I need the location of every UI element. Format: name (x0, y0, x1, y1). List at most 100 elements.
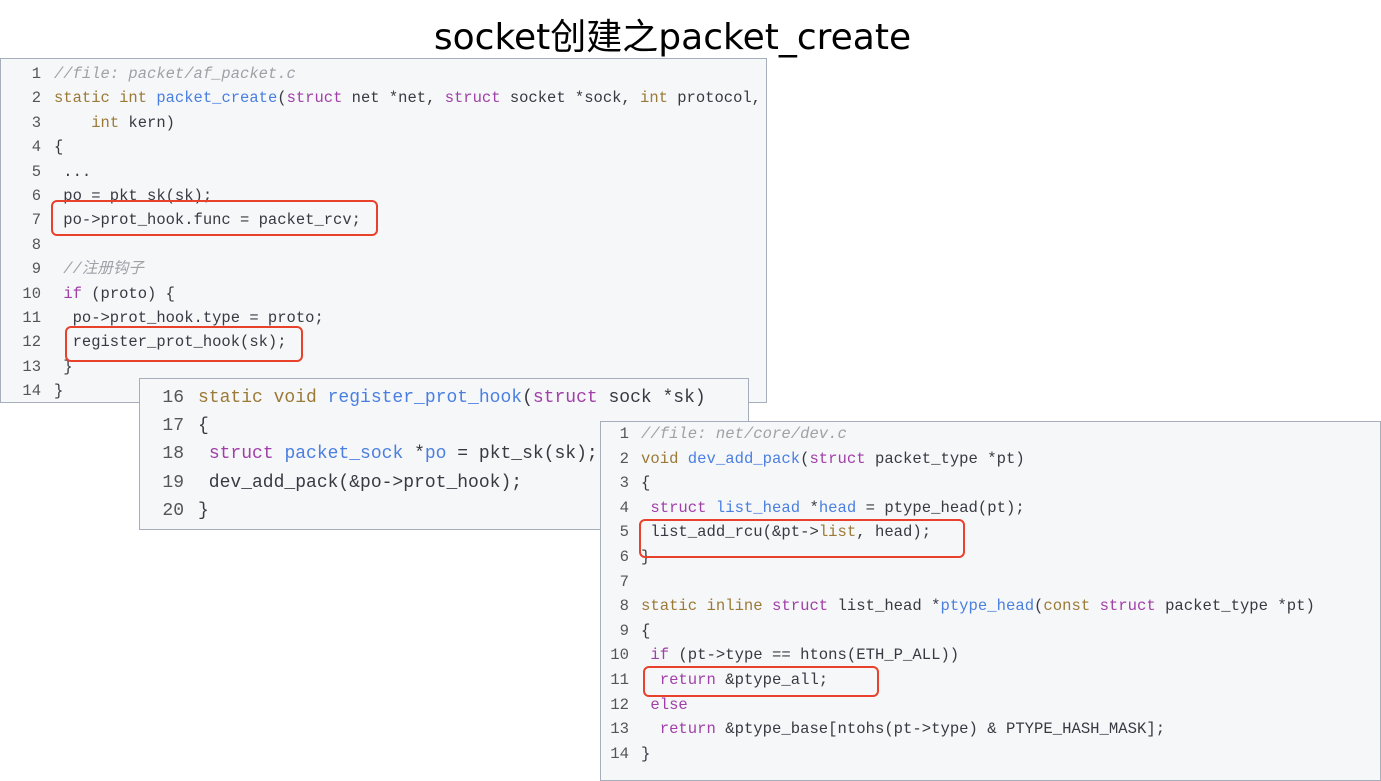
code-line: 4{ (1, 135, 64, 159)
code-token: struct (208, 444, 274, 465)
code-token: int (640, 89, 668, 108)
code-token: struct (1099, 597, 1156, 616)
code-line: 3 int kern) (1, 111, 175, 135)
line-number: 8 (619, 597, 629, 616)
code-token: } (641, 744, 651, 763)
code-line: 4 struct list_head *head = ptype_head(pt… (601, 496, 1025, 521)
code-line: 12 else (601, 693, 688, 718)
code-token (641, 720, 660, 738)
code-line: 9{ (601, 619, 651, 644)
code-panel-dev-c: 14}13 return &ptype_base[ntohs(pt->type)… (600, 421, 1381, 781)
code-token: sock *sk) (597, 388, 706, 408)
highlight-box-prot-hook-func (51, 200, 378, 236)
line-number: 16 (162, 388, 184, 408)
code-token: dev_add_pack (687, 449, 801, 468)
code-line: 11 return &ptype_all; (601, 668, 828, 693)
code-line: 13 return &ptype_base[ntohs(pt->type) & … (601, 717, 1165, 742)
line-number: 10 (22, 284, 41, 303)
code-line: 19 dev_add_pack(&po->prot_hook); (140, 469, 522, 497)
line-number: 12 (22, 333, 41, 352)
code-token: int (91, 113, 120, 132)
code-token: packet_create (156, 89, 278, 108)
line-number: 6 (31, 187, 41, 205)
code-token: //file: net/core/dev.c (641, 425, 847, 443)
code-token (707, 499, 716, 517)
code-line: 10 if (proto) { (1, 282, 175, 306)
line-number: 7 (31, 211, 41, 230)
code-token: struct (444, 89, 501, 108)
line-number: 18 (162, 444, 184, 465)
code-token: * (403, 444, 425, 465)
code-line: 7 (601, 570, 641, 595)
code-token: { (641, 474, 651, 493)
code-token: socket *sock, (500, 89, 641, 108)
code-token: dev_add_pack(&po->prot_hook); (198, 472, 523, 493)
code-token: return (659, 720, 716, 739)
code-token: { (54, 138, 64, 157)
code-line: 18 struct packet_sock *po = pkt_sk(sk); (140, 440, 598, 468)
line-number: 19 (162, 472, 184, 493)
code-token: packet_sock (284, 444, 404, 465)
code-token (641, 696, 650, 714)
code-token: } (54, 382, 64, 401)
code-token: ... (54, 162, 92, 181)
line-number: 3 (619, 474, 629, 493)
line-number: 13 (610, 720, 629, 739)
code-token: &ptype_base[ntohs(pt->type) & PTYPE_HASH… (715, 720, 1166, 739)
code-token: return (659, 671, 716, 689)
code-token: struct (809, 449, 866, 468)
code-token: static inline (641, 597, 773, 616)
code-token (274, 444, 285, 464)
line-number: 13 (22, 357, 41, 376)
code-token: head (818, 498, 857, 517)
line-number: 12 (610, 695, 629, 714)
code-token: //注册钩子 (54, 260, 144, 279)
code-token: = pkt_sk(sk); (446, 444, 598, 465)
code-line: 3{ (601, 471, 651, 496)
code-line: 12 register_prot_hook(sk); (1, 330, 286, 354)
code-line: 1//file: net/core/dev.c (601, 422, 847, 447)
line-number: 11 (610, 671, 629, 689)
line-number: 20 (162, 500, 184, 521)
line-number: 11 (22, 309, 41, 327)
code-line: 14} (601, 742, 650, 767)
code-token: , head); (856, 523, 932, 542)
code-line: 7 po->prot_hook.func = packet_rcv; (1, 208, 361, 232)
code-token: ( (800, 449, 810, 468)
code-token: list_head (715, 498, 801, 517)
highlight-box-register-prot-hook (65, 326, 303, 362)
code-token: //file: packet/af_packet.c (54, 65, 296, 83)
code-token: po (424, 444, 447, 465)
line-number: 10 (610, 646, 629, 665)
code-token: if (650, 646, 670, 665)
code-token: packet_type *pt) (1155, 597, 1315, 616)
code-token: &ptype_all; (715, 671, 829, 689)
code-token: register_prot_hook (327, 388, 523, 408)
code-line: 11 po->prot_hook.type = proto; (1, 306, 323, 330)
line-number: 17 (162, 416, 184, 437)
line-number: 2 (619, 449, 629, 468)
code-token: list_head * (828, 597, 941, 616)
code-token: net *net, (342, 89, 445, 108)
code-token: po->prot_hook.func = packet_rcv; (54, 211, 361, 230)
code-token: const (1043, 597, 1100, 616)
code-panel-af-packet: 14}13 }12 register_prot_hook(sk);11 po->… (0, 58, 767, 403)
code-token: ( (522, 388, 533, 408)
line-number: 8 (31, 235, 41, 254)
code-token: static int (54, 89, 157, 108)
code-line: 20} (140, 497, 208, 525)
code-line: 5 ... (1, 160, 92, 184)
code-token (198, 444, 209, 464)
line-number: 1 (31, 65, 41, 83)
code-token: } (54, 357, 73, 376)
highlight-box-list-add-rcu (639, 519, 965, 558)
code-token: * (800, 498, 819, 517)
code-line: 10 if (pt->type == htons(ETH_P_ALL)) (601, 643, 959, 668)
code-token: packet_type *pt) (865, 449, 1025, 468)
code-token: (pt->type == htons(ETH_P_ALL)) (669, 646, 960, 665)
code-token: (proto) { (81, 284, 175, 303)
